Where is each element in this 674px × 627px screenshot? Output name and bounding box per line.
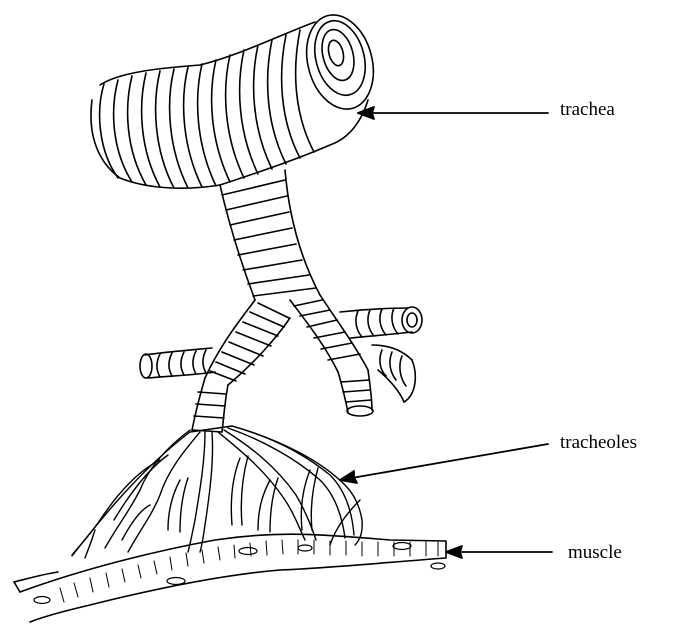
tracheoles-arrow (340, 444, 548, 483)
trachea-arrow (358, 107, 548, 119)
middle-branch (205, 300, 290, 385)
trachea-main-tube (91, 7, 383, 188)
right-branch (290, 295, 422, 416)
lower-stem (192, 378, 228, 432)
muscle-arrow (446, 546, 552, 558)
label-muscle: muscle (568, 543, 622, 562)
left-branch (140, 348, 215, 378)
label-trachea: trachea (560, 100, 615, 119)
tracheoles (72, 426, 362, 558)
trachea-stem (220, 170, 320, 300)
muscle-striations (60, 540, 438, 602)
label-tracheoles: tracheoles (560, 433, 637, 452)
muscle-nuclei (34, 543, 445, 604)
